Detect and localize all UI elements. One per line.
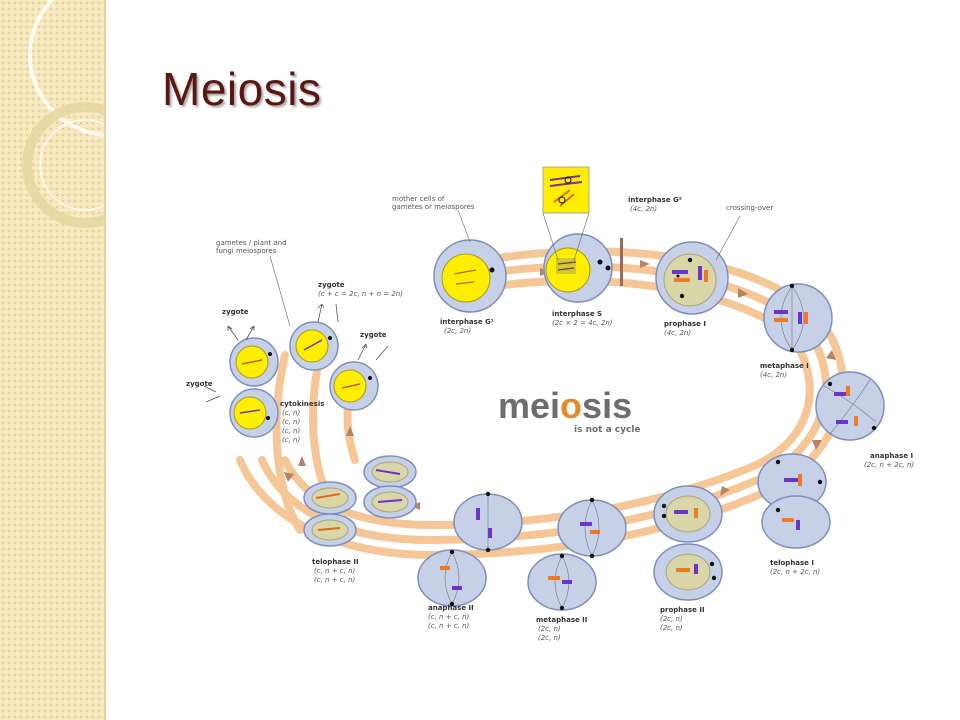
cell-metaphase-1 bbox=[763, 283, 833, 353]
cell-telophase-2 bbox=[303, 455, 417, 547]
label-anaphase-2-formula-2: (c, n + c, n) bbox=[428, 622, 470, 630]
pointer-mother-cells bbox=[457, 209, 471, 243]
label-telophase-1: telophase I bbox=[770, 559, 814, 567]
arrow bbox=[812, 440, 822, 450]
label-cytokinesis: cytokinesis bbox=[280, 400, 324, 408]
pointer-gametes bbox=[269, 255, 291, 327]
label-anaphase-2: anaphase II bbox=[428, 604, 474, 612]
label-metaphase-2-formula-1: (2c, n) bbox=[538, 625, 561, 633]
label-telophase-2-formula-1: (c, n + c, n) bbox=[314, 567, 356, 575]
label-zygote-top: zygote bbox=[318, 281, 345, 289]
label-zygote-top-formula: (c + c = 2c, n + n = 2n) bbox=[318, 290, 403, 298]
arrow bbox=[640, 260, 650, 268]
arrow bbox=[298, 456, 306, 466]
sidebar-divider bbox=[104, 0, 106, 720]
center-word: meiosis bbox=[498, 385, 632, 426]
label-anaphase-2-formula-1: (c, n + c, n) bbox=[428, 613, 470, 621]
sidebar-circles bbox=[22, 0, 106, 228]
arrow bbox=[346, 426, 354, 436]
arrow bbox=[738, 288, 748, 298]
slide-title: Meiosis bbox=[162, 63, 322, 115]
zygote-arrows bbox=[203, 303, 389, 403]
label-zygote-a: zygote bbox=[222, 308, 249, 316]
label-telophase-1-formula: (2c, n + 2c, n) bbox=[770, 568, 820, 576]
label-telophase-2: telophase II bbox=[312, 558, 359, 566]
label-cytokinesis-f4: (c, n) bbox=[282, 436, 300, 444]
label-anaphase-1-formula: (2c, n + 2c, n) bbox=[864, 461, 914, 469]
cell-interphase-g1 bbox=[433, 239, 507, 313]
label-metaphase-2: metaphase II bbox=[536, 616, 587, 624]
label-anaphase-1: anaphase I bbox=[870, 452, 913, 460]
pointer-crossing-over bbox=[715, 215, 741, 261]
arrow bbox=[826, 350, 836, 360]
label-metaphase-2-formula-2: (2c, n) bbox=[538, 634, 561, 642]
label-prophase-2: prophase II bbox=[660, 606, 705, 614]
label-metaphase-1: metaphase I bbox=[760, 362, 809, 370]
band-left-1 bbox=[272, 351, 304, 534]
label-prophase-1: prophase I bbox=[664, 320, 706, 328]
interphase-g2-marker bbox=[620, 238, 623, 286]
label-interphase-s-formula: (2c × 2 = 4c, 2n) bbox=[552, 319, 613, 327]
cell-prophase-2 bbox=[653, 485, 723, 601]
label-interphase-s: interphase S bbox=[552, 310, 602, 318]
cell-prophase-1 bbox=[655, 241, 729, 315]
cell-anaphase-2 bbox=[417, 491, 523, 607]
cell-telophase-1 bbox=[757, 453, 831, 549]
label-prophase-1-formula: (4c, 2n) bbox=[664, 329, 691, 337]
center-caption: is not a cycle bbox=[574, 425, 641, 435]
label-gametes-2: fungi meiospores bbox=[216, 247, 277, 255]
zoom-inset bbox=[542, 166, 590, 214]
label-zygote-b: zygote bbox=[360, 331, 387, 339]
label-interphase-g2-formula: (4c, 2n) bbox=[630, 205, 657, 213]
band-left-2 bbox=[309, 351, 329, 494]
arrow bbox=[720, 486, 730, 496]
cell-interphase-s bbox=[542, 166, 613, 303]
label-cytokinesis-f3: (c, n) bbox=[282, 427, 300, 435]
label-zygote-c: zygote bbox=[186, 380, 213, 388]
label-mother-cells-1: mother cells of bbox=[392, 195, 445, 203]
gametes bbox=[229, 321, 379, 438]
label-interphase-g1-formula: (2c, 2n) bbox=[444, 327, 471, 335]
label-interphase-g2: interphase G² bbox=[628, 196, 682, 204]
label-cytokinesis-f2: (c, n) bbox=[282, 418, 300, 426]
label-mother-cells-2: gametes or meiospores bbox=[392, 203, 475, 211]
label-prophase-2-formula-2: (2c, n) bbox=[660, 624, 683, 632]
cell-anaphase-1 bbox=[815, 371, 885, 441]
label-prophase-2-formula-1: (2c, n) bbox=[660, 615, 683, 623]
label-cytokinesis-f1: (c, n) bbox=[282, 409, 300, 417]
label-gametes-1: gametes / plant and bbox=[216, 239, 287, 247]
meiosis-diagram: mother cells of gametes or meiospores ga… bbox=[186, 166, 914, 642]
cell-metaphase-2 bbox=[527, 497, 627, 611]
label-interphase-g1: interphase G¹ bbox=[440, 318, 494, 326]
arrow bbox=[284, 472, 294, 482]
label-telophase-2-formula-2: (c, n + c, n) bbox=[314, 576, 356, 584]
label-metaphase-1-formula: (4c, 2n) bbox=[760, 371, 787, 379]
label-crossing-over: crossing-over bbox=[726, 204, 773, 212]
decorative-sidebar bbox=[0, 0, 106, 720]
